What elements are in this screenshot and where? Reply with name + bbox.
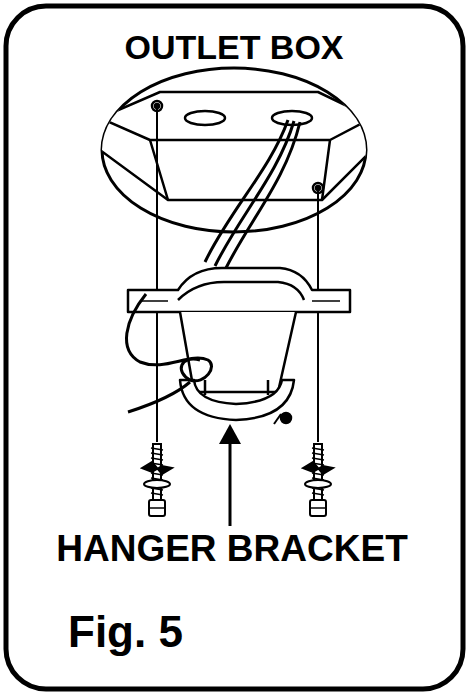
part-label: HANGER BRACKET bbox=[56, 530, 408, 567]
supply-wires bbox=[205, 120, 300, 268]
figure-caption: Fig. 5 bbox=[68, 610, 183, 654]
pointer-arrow bbox=[219, 424, 241, 526]
hanger-bracket bbox=[128, 268, 350, 424]
part-label: OUTLET BOX bbox=[124, 30, 343, 64]
ground-wire bbox=[127, 294, 212, 412]
frame bbox=[6, 6, 463, 689]
mounting-screw bbox=[142, 444, 333, 516]
